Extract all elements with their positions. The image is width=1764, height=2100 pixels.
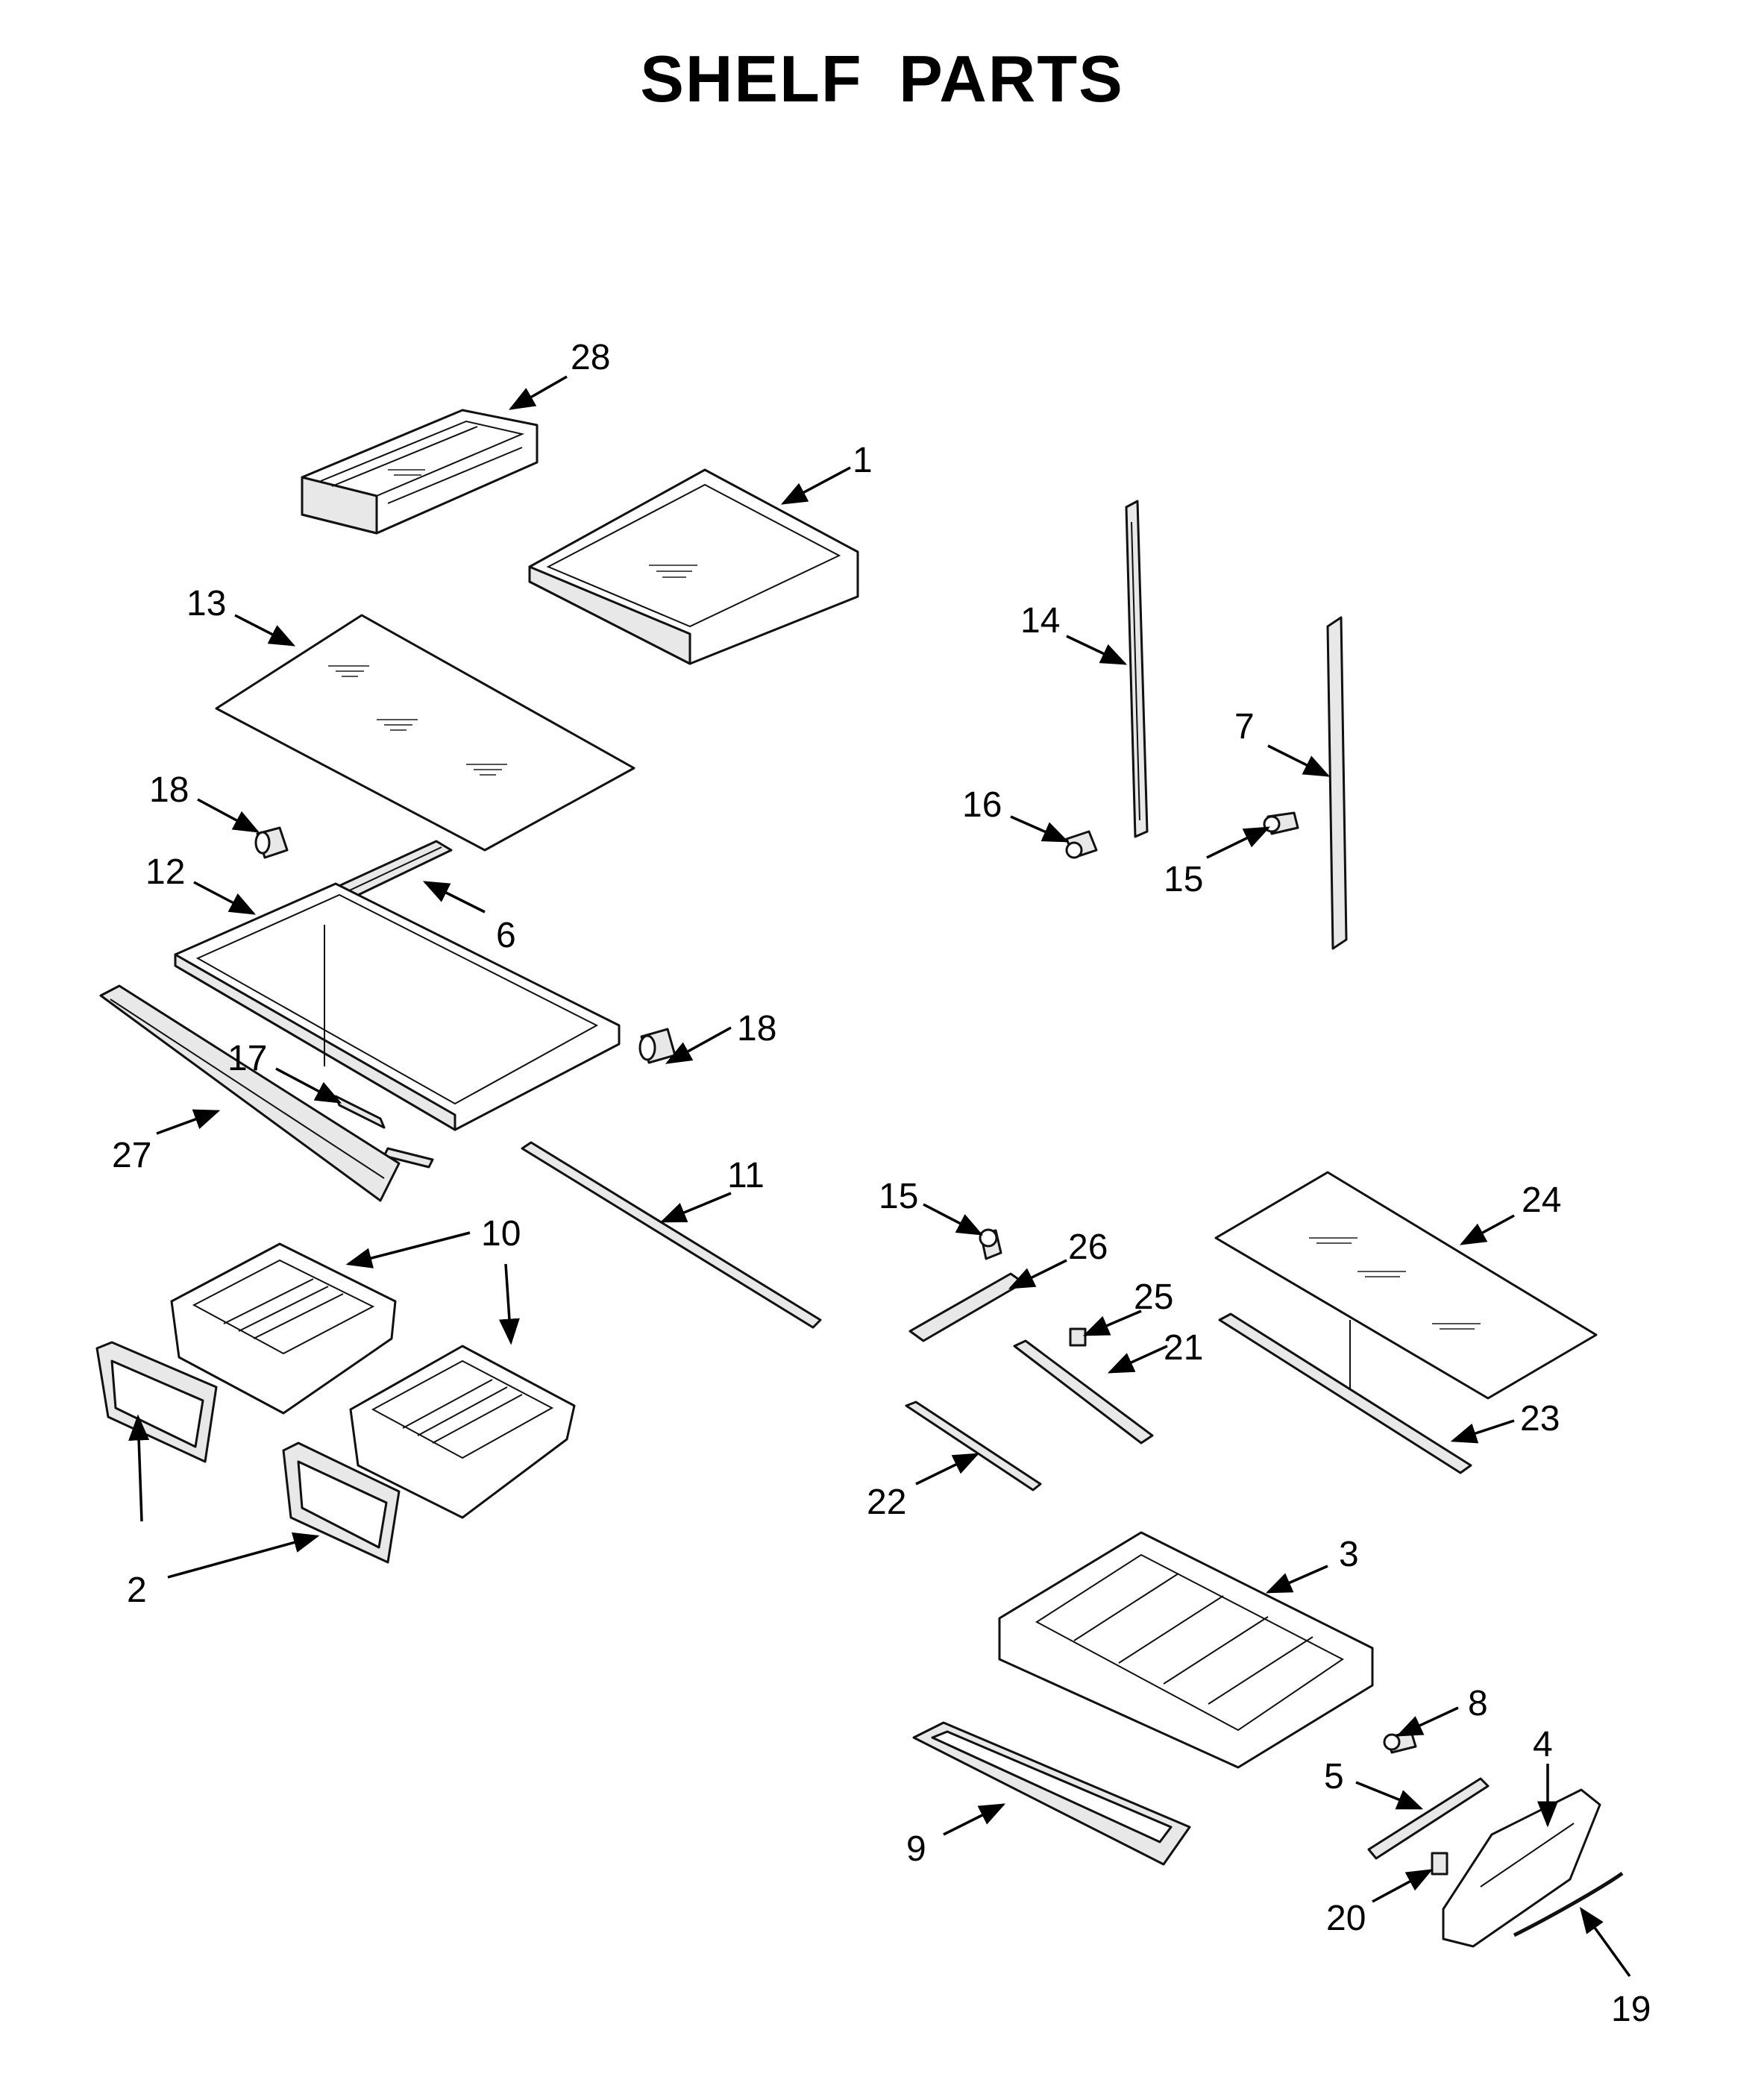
part-20-clip (1431, 1852, 1448, 1876)
part-26-bracket (908, 1272, 1025, 1342)
callout-6: 6 (496, 916, 516, 955)
callout-18-right: 18 (737, 1009, 776, 1049)
part-12-shelf-frame (174, 882, 621, 1131)
callout-27: 27 (112, 1136, 151, 1175)
callout-12: 12 (145, 852, 185, 892)
part-21-side-rail (1013, 1339, 1154, 1444)
callout-17: 17 (227, 1039, 267, 1078)
part-27-trim-strip (99, 984, 401, 1202)
part-6-slide-rail (334, 840, 453, 900)
part-4-housing (1442, 1788, 1601, 1948)
page-title: SHELF PARTS (640, 42, 1124, 116)
part-14-ladder-rail (1125, 500, 1149, 838)
callout-2: 2 (127, 1571, 147, 1610)
part-18-end-cap-upper (254, 826, 289, 859)
leader-lines (128, 375, 1631, 1978)
part-24-glass-shelf (1214, 1171, 1598, 1400)
callout-26: 26 (1068, 1227, 1108, 1267)
part-11-long-rail (521, 1141, 822, 1329)
part-22-guide (905, 1400, 1042, 1491)
callout-7: 7 (1234, 707, 1255, 746)
part-5-slide (1367, 1777, 1490, 1860)
part-13-glass-shelf (215, 614, 635, 852)
part-9-basket-front (912, 1721, 1191, 1866)
callout-21: 21 (1164, 1328, 1203, 1368)
callout-10-upper: 10 (481, 1214, 521, 1254)
callout-22: 22 (867, 1483, 906, 1522)
callout-labels: 28 1 13 14 7 16 15 18 12 6 18 17 27 11 1… (112, 338, 1651, 2029)
callout-25: 25 (1134, 1277, 1173, 1317)
part-7-vertical-rail (1326, 616, 1348, 950)
callout-8: 8 (1468, 1684, 1488, 1723)
callout-24: 24 (1522, 1181, 1561, 1220)
part-3-basket (998, 1531, 1374, 1769)
callout-5: 5 (1324, 1757, 1344, 1796)
part-19-wire (1513, 1871, 1624, 1937)
part-8-screw (1383, 1730, 1417, 1754)
callout-9: 9 (906, 1829, 926, 1869)
callout-15-upper: 15 (1164, 860, 1203, 899)
part-2-drawer-front-right (282, 1442, 401, 1564)
part-15-screw-upper (1263, 811, 1299, 835)
callout-1: 1 (853, 441, 873, 480)
callout-13: 13 (186, 584, 226, 623)
callout-15-lower: 15 (879, 1177, 918, 1216)
part-25-clip (1069, 1327, 1087, 1347)
callout-18-upper: 18 (149, 770, 189, 810)
part-10-crisper-drawer-upper (170, 1242, 397, 1415)
part-1-upper-shelf (528, 468, 859, 665)
callout-20: 20 (1326, 1899, 1366, 1938)
part-18-end-cap-right (638, 1028, 677, 1064)
callout-19: 19 (1611, 1990, 1651, 2029)
callout-3: 3 (1339, 1535, 1359, 1574)
callout-11: 11 (727, 1156, 765, 1195)
part-15-screw-lower (979, 1228, 1002, 1260)
callout-16: 16 (962, 785, 1002, 825)
callout-14: 14 (1020, 601, 1060, 641)
part-10-crisper-drawer-lower (349, 1345, 576, 1519)
part-2-drawer-front-left (95, 1341, 218, 1463)
part-16-screw (1065, 830, 1098, 859)
callout-4: 4 (1533, 1725, 1553, 1764)
callout-28: 28 (571, 338, 610, 377)
part-28-small-shelf (301, 409, 539, 535)
callout-23: 23 (1520, 1399, 1560, 1439)
part-23-rail (1218, 1312, 1472, 1474)
